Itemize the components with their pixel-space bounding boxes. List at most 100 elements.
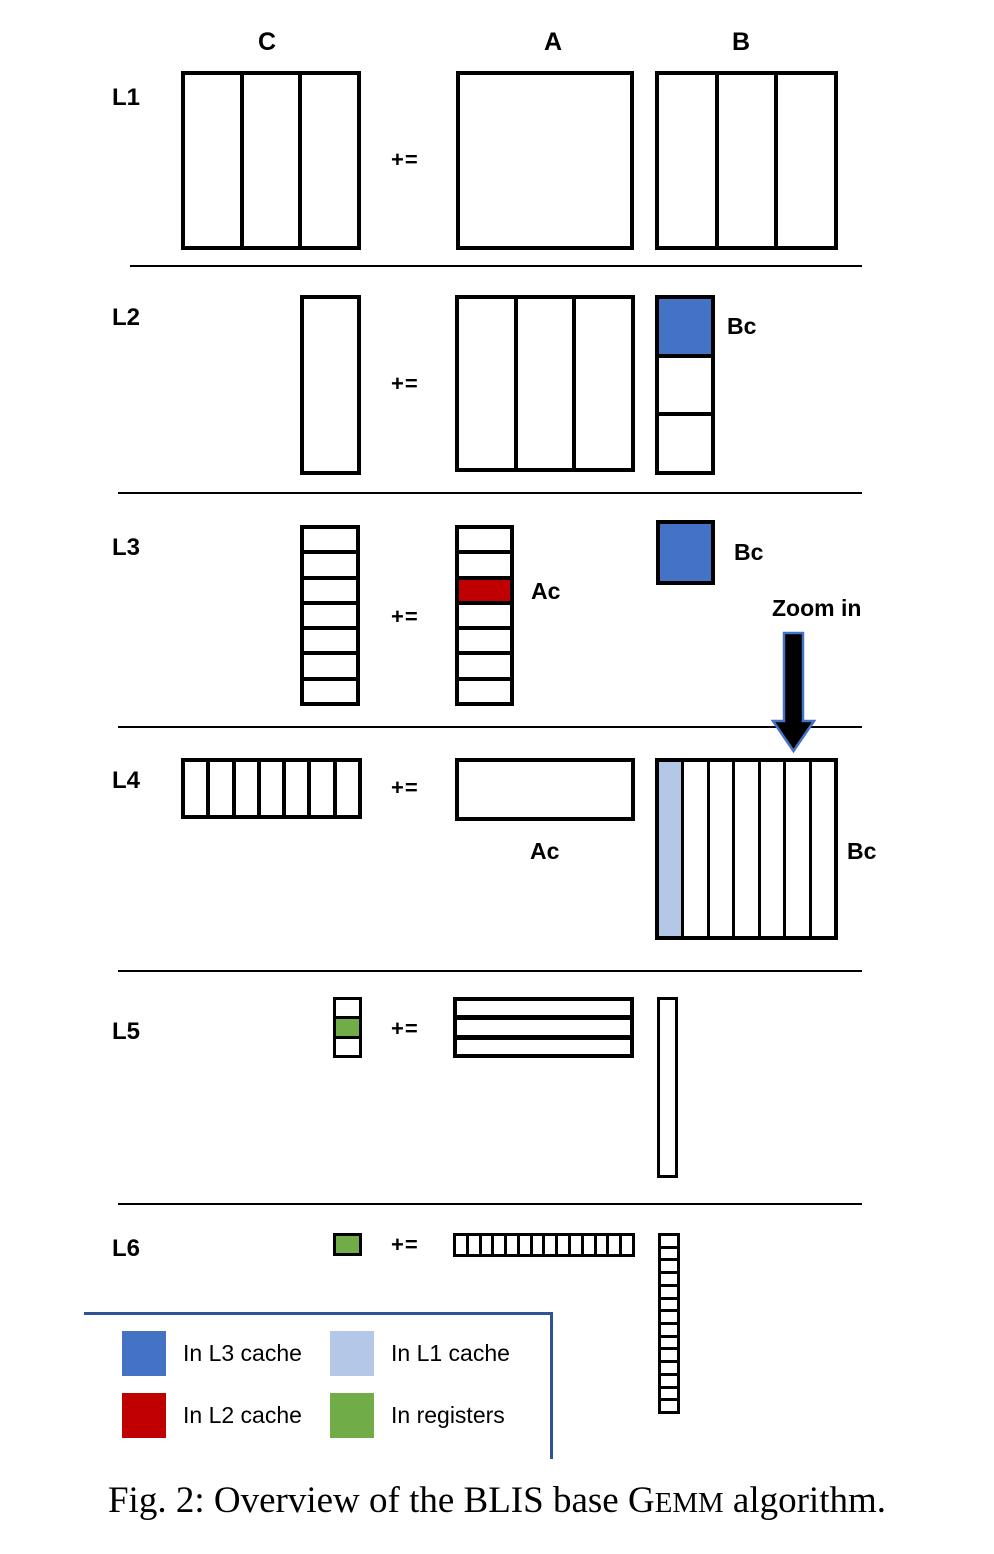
column-header-a: A bbox=[543, 28, 563, 56]
legend-label-registers: In registers bbox=[391, 1402, 505, 1428]
matrix-cell-L4-C-4 bbox=[286, 762, 312, 815]
legend-swatch-l2-cache-icon bbox=[122, 1393, 166, 1438]
matrix-cell-L3-A-6 bbox=[459, 681, 510, 702]
legend-item-l2-cache: In L2 cache bbox=[122, 1393, 302, 1438]
caption-text-after: algorithm. bbox=[723, 1480, 887, 1521]
matrix-cell-L6-B-7 bbox=[661, 1325, 677, 1338]
matrix-cell-L4-B-3 bbox=[735, 762, 761, 936]
separator-after-L3 bbox=[118, 726, 862, 728]
matrix-L6-A bbox=[453, 1233, 635, 1257]
matrix-cell-L6-A-0 bbox=[456, 1236, 469, 1254]
matrix-annotation-L3-Ac: Ac bbox=[531, 578, 561, 604]
matrix-cell-L6-A-3 bbox=[494, 1236, 508, 1254]
matrix-cell-L6-A-2 bbox=[482, 1236, 495, 1254]
caption-gemm: GEMM bbox=[627, 1480, 724, 1521]
matrix-cell-L2-B-1 bbox=[659, 358, 711, 417]
matrix-cell-L2-C-0 bbox=[304, 299, 357, 471]
legend-label-l3-cache: In L3 cache bbox=[183, 1340, 302, 1366]
matrix-L5-C bbox=[333, 997, 362, 1058]
matrix-cell-L3-A-5 bbox=[459, 655, 510, 681]
matrix-cell-L5-C-1 bbox=[336, 1019, 359, 1039]
separator-after-L1 bbox=[130, 265, 862, 267]
matrix-cell-L3-B-0 bbox=[660, 524, 711, 581]
matrix-cell-L3-C-6 bbox=[304, 681, 356, 702]
matrix-cell-L6-A-7 bbox=[545, 1236, 559, 1254]
figure-caption: Fig. 2: Overview of the BLIS base GEMM a… bbox=[0, 1479, 994, 1522]
matrix-cell-L3-C-1 bbox=[304, 554, 356, 580]
matrix-cell-L4-C-3 bbox=[261, 762, 287, 815]
matrix-cell-L6-B-12 bbox=[661, 1389, 677, 1402]
matrix-cell-L1-A-0 bbox=[460, 75, 630, 246]
matrix-cell-L1-C-0 bbox=[185, 75, 244, 246]
matrix-cell-L6-A-10 bbox=[584, 1236, 597, 1254]
matrix-cell-L4-B-6 bbox=[812, 762, 834, 936]
matrix-annotation-L2-Bc: Bc bbox=[727, 313, 757, 339]
matrix-cell-L4-C-1 bbox=[210, 762, 236, 815]
matrix-cell-L3-A-3 bbox=[459, 605, 510, 631]
matrix-L4-A bbox=[455, 758, 635, 821]
matrix-cell-L6-B-2 bbox=[661, 1261, 677, 1275]
matrix-cell-L3-C-2 bbox=[304, 580, 356, 605]
matrix-cell-L6-A-1 bbox=[469, 1236, 482, 1254]
matrix-cell-L4-B-4 bbox=[761, 762, 787, 936]
matrix-L1-B bbox=[655, 71, 838, 250]
matrix-cell-L4-B-2 bbox=[710, 762, 736, 936]
operator-L4: += bbox=[391, 775, 419, 800]
matrix-cell-L3-A-2 bbox=[459, 579, 510, 605]
matrix-cell-L6-A-5 bbox=[520, 1236, 533, 1254]
matrix-cell-L1-C-2 bbox=[302, 75, 357, 246]
matrix-cell-L4-A-0 bbox=[459, 762, 631, 817]
matrix-cell-L1-B-2 bbox=[778, 75, 834, 246]
matrix-L6-B bbox=[658, 1233, 680, 1414]
matrix-cell-L6-A-6 bbox=[533, 1236, 546, 1254]
matrix-cell-L6-B-11 bbox=[661, 1376, 677, 1389]
matrix-cell-L3-A-0 bbox=[459, 529, 510, 555]
zoom-in-arrow bbox=[770, 631, 817, 754]
matrix-cell-L3-C-4 bbox=[304, 630, 356, 656]
matrix-cell-L6-B-4 bbox=[661, 1287, 677, 1300]
matrix-cell-L4-C-0 bbox=[185, 762, 211, 815]
legend-label-l2-cache: In L2 cache bbox=[183, 1402, 302, 1428]
legend-item-l3-cache: In L3 cache bbox=[122, 1331, 302, 1376]
matrix-cell-L6-B-9 bbox=[661, 1350, 677, 1364]
matrix-cell-L6-A-11 bbox=[597, 1236, 610, 1254]
matrix-cell-L5-A-0 bbox=[457, 1001, 630, 1021]
row-label-L1: L1 bbox=[112, 84, 141, 111]
matrix-cell-L6-C-0 bbox=[336, 1236, 359, 1253]
separator-after-L2 bbox=[118, 492, 862, 494]
matrix-cell-L6-A-9 bbox=[571, 1236, 584, 1254]
matrix-cell-L1-B-0 bbox=[659, 75, 719, 246]
matrix-cell-L6-B-13 bbox=[661, 1401, 677, 1411]
matrix-annotation-L4-Bc: Bc bbox=[847, 838, 877, 864]
matrix-L5-A bbox=[453, 997, 634, 1058]
row-label-L4: L4 bbox=[112, 767, 141, 794]
row-label-L6: L6 bbox=[112, 1235, 141, 1262]
matrix-L1-A bbox=[456, 71, 634, 250]
matrix-cell-L6-B-8 bbox=[661, 1338, 677, 1351]
column-header-c: C bbox=[257, 28, 277, 56]
row-label-L3: L3 bbox=[112, 534, 141, 561]
matrix-cell-L3-A-1 bbox=[459, 554, 510, 580]
matrix-cell-L4-B-5 bbox=[786, 762, 812, 936]
legend-swatch-registers-icon bbox=[330, 1393, 374, 1438]
legend-box: In L3 cache In L1 cache In L2 cache In r… bbox=[84, 1312, 553, 1459]
matrix-cell-L4-B-1 bbox=[684, 762, 710, 936]
operator-L3: += bbox=[391, 604, 419, 629]
operator-L2: += bbox=[391, 371, 419, 396]
matrix-cell-L6-A-4 bbox=[507, 1236, 520, 1254]
matrix-L1-C bbox=[181, 71, 361, 250]
matrix-cell-L4-C-5 bbox=[311, 762, 337, 815]
matrix-L5-B bbox=[657, 997, 678, 1178]
matrix-cell-L6-A-13 bbox=[622, 1236, 632, 1254]
matrix-L3-B bbox=[656, 520, 715, 585]
matrix-cell-L3-A-4 bbox=[459, 630, 510, 656]
matrix-cell-L1-B-1 bbox=[719, 75, 779, 246]
legend-item-l1-cache: In L1 cache bbox=[330, 1331, 510, 1376]
matrix-cell-L2-A-0 bbox=[459, 299, 518, 468]
matrix-cell-L5-C-0 bbox=[336, 1000, 359, 1020]
operator-L5: += bbox=[391, 1016, 419, 1041]
matrix-cell-L5-C-2 bbox=[336, 1039, 359, 1055]
matrix-cell-L2-B-2 bbox=[659, 416, 711, 471]
matrix-cell-L5-A-2 bbox=[457, 1040, 630, 1054]
matrix-cell-L2-A-2 bbox=[576, 299, 631, 468]
